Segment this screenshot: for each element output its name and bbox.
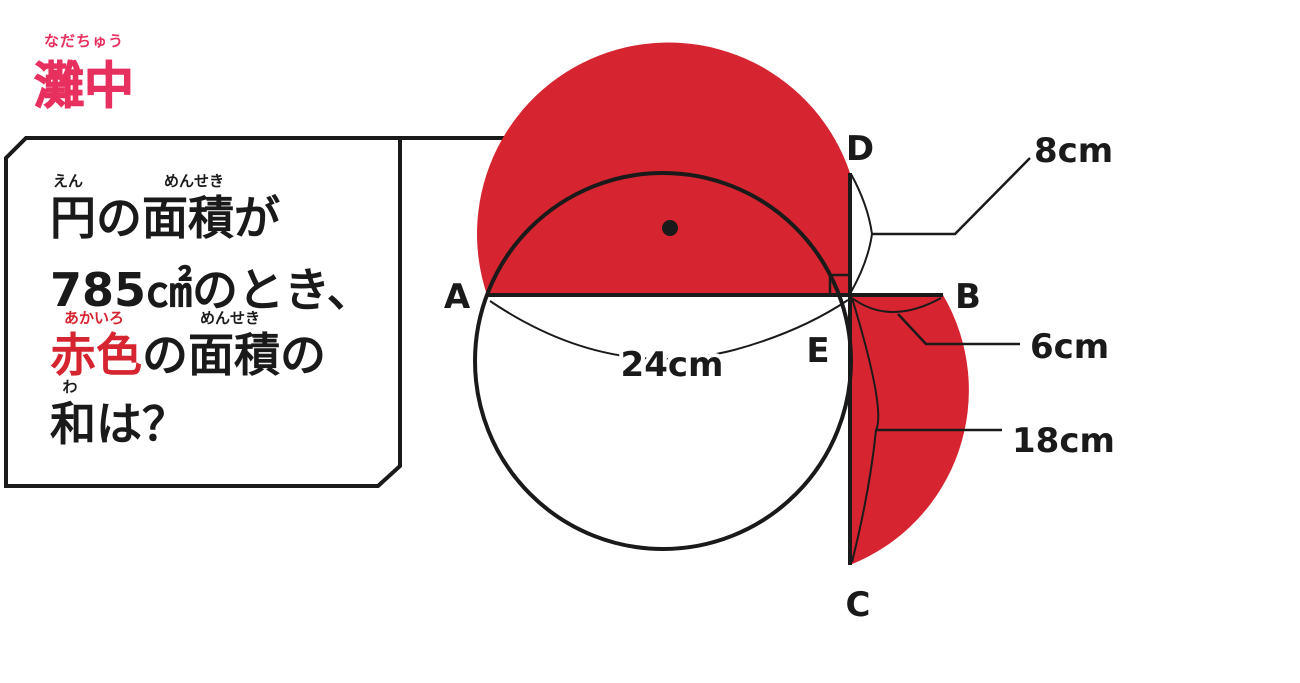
ruby-menseki-2: めんせき [200, 309, 260, 327]
label-point-b: B [955, 277, 981, 317]
logo-name: 灘中 [34, 57, 134, 115]
label-ae-length: 24cm [621, 345, 724, 385]
word-akairo: 赤色 [50, 328, 142, 382]
question-line-4: 和は？ [50, 397, 188, 451]
leader-dot [662, 220, 678, 236]
leader-de [872, 157, 1031, 236]
question-box: えん めんせき 円の面積が 785㎠のとき、 あかいろ めんせき 赤色の面積の … [4, 136, 674, 488]
word-ga: が [234, 191, 280, 245]
label-eb-length: 6cm [1030, 327, 1109, 367]
label-point-d: D [846, 129, 874, 169]
ruby-menseki-1: めんせき [164, 172, 224, 190]
ruby-akairo: あかいろ [64, 309, 124, 327]
right-angle-mark [828, 273, 850, 295]
brace-de [850, 173, 874, 293]
question-line-3: 赤色の面積の [50, 328, 326, 382]
label-point-c: C [846, 585, 871, 625]
word-menseki-1: 面積 [142, 191, 234, 245]
ruby-en: えん [53, 172, 83, 190]
word-en: 円 [50, 191, 96, 245]
word-wa: 和 [50, 397, 96, 451]
leader-eb [897, 313, 1020, 346]
question-line-1: 円の面積が [50, 191, 280, 245]
word-no-1: の [96, 191, 142, 245]
red-region-upper [477, 42, 850, 295]
question-line-2: 785㎠のとき、 [50, 263, 373, 317]
logo-ruby: なだちゅう [44, 32, 124, 50]
brace-ae [489, 299, 849, 361]
label-de-length: 8cm [1034, 131, 1113, 171]
ruby-wa: わ [62, 378, 77, 396]
label-point-a: A [444, 277, 471, 317]
word-ha: は？ [96, 397, 188, 451]
label-ec-length: 18cm [1012, 421, 1115, 461]
word-no-menseki-no: の面積の [142, 328, 326, 382]
circle-figure: A B C D E 24cm 8cm 6cm 18cm [444, 42, 1115, 625]
label-point-e: E [806, 331, 829, 371]
logo: なだちゅう 灘中 [34, 32, 135, 116]
brace-eb [851, 297, 942, 313]
